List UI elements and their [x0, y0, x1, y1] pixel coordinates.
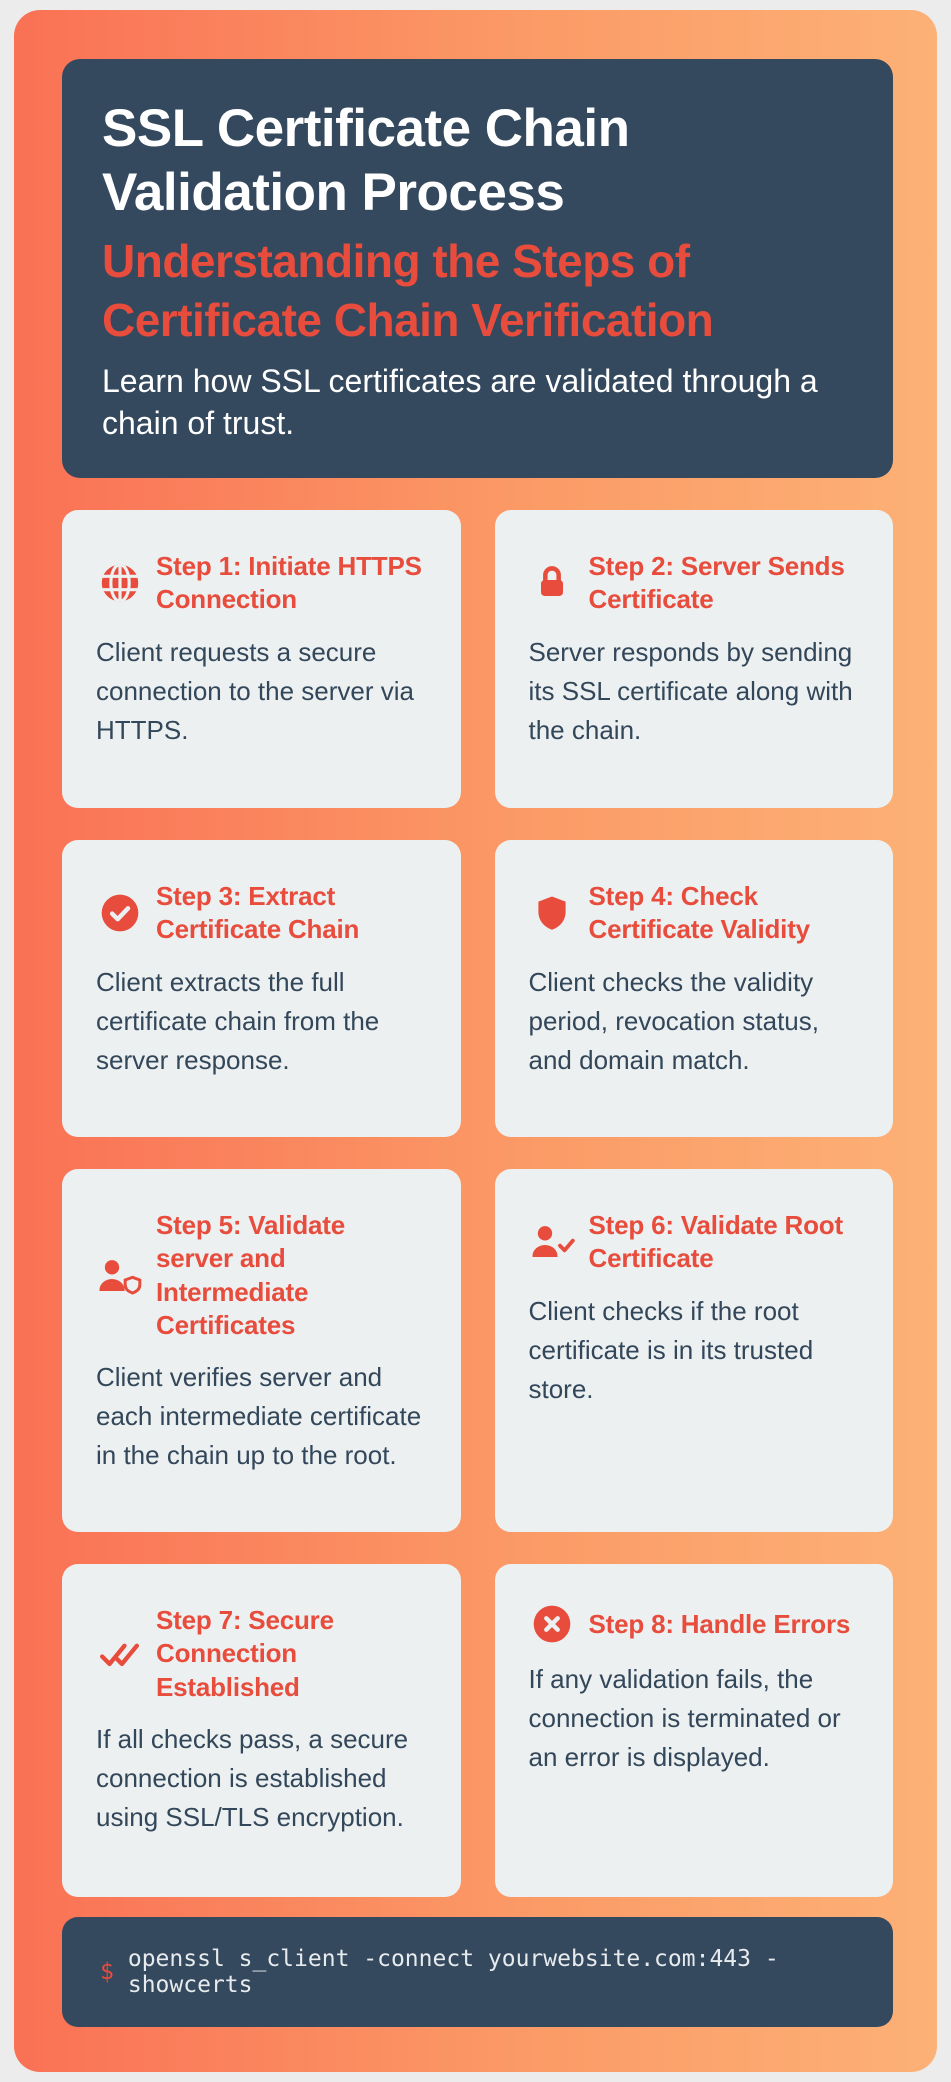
page-subtitle: Understanding the Steps of Certificate C… [102, 235, 714, 346]
steps-grid: Step 1: Initiate HTTPS Connection Client… [62, 510, 893, 1898]
step-title: Step 5: Validate server and Intermediate… [156, 1210, 345, 1340]
page-description: Learn how SSL certificates are validated… [102, 363, 818, 441]
step-card-3: Step 3: Extract Certificate Chain Client… [62, 840, 461, 1138]
user-shield-icon [96, 1256, 143, 1296]
step-title: Step 1: Initiate HTTPS Connection [156, 551, 422, 615]
globe-icon [96, 563, 143, 603]
step-title: Step 6: Validate Root Certificate [588, 1210, 844, 1274]
step-card-2: Step 2: Server Sends Certificate Server … [494, 510, 893, 809]
step-title: Step 8: Handle Errors [588, 1608, 851, 1639]
step-body: Client checks the validity period, revoc… [528, 966, 820, 1075]
step-body: If all checks pass, a secure connection … [96, 1723, 409, 1832]
step-card-5-head: Step 5: Validate server and Intermediate… [96, 1209, 427, 1342]
step-card-4-head: Step 4: Check Certificate Validity [529, 880, 860, 947]
page-title: SSL Certificate Chain Validation Process [102, 99, 630, 222]
infographic-poster: SSL Certificate Chain Validation Process… [14, 10, 937, 2073]
header-card: SSL Certificate Chain Validation Process… [62, 59, 893, 479]
check-circle-icon [96, 893, 143, 933]
step-body: If any validation fails, the connection … [528, 1664, 841, 1773]
step-body: Server responds by sending its SSL certi… [528, 636, 853, 745]
user-check-icon [529, 1222, 576, 1262]
step-body: Client verifies server and each intermed… [96, 1362, 422, 1471]
step-body: Client requests a secure connection to t… [96, 636, 414, 745]
step-card-7: Step 7: Secure Connection Established If… [62, 1564, 461, 1898]
step-card-6-head: Step 6: Validate Root Certificate [529, 1209, 860, 1276]
lock-icon [529, 563, 576, 603]
shield-icon [529, 893, 576, 933]
step-body: Client checks if the root certificate is… [528, 1295, 814, 1404]
step-title: Step 7: Secure Connection Established [156, 1605, 334, 1702]
step-card-3-head: Step 3: Extract Certificate Chain [96, 880, 427, 947]
step-card-1: Step 1: Initiate HTTPS Connection Client… [62, 510, 461, 809]
terminal-prompt: $ [100, 1959, 114, 1986]
step-card-2-head: Step 2: Server Sends Certificate [529, 550, 860, 617]
x-circle-icon [529, 1604, 576, 1644]
step-card-4: Step 4: Check Certificate Validity Clien… [494, 840, 893, 1138]
step-card-5: Step 5: Validate server and Intermediate… [62, 1169, 461, 1533]
step-card-8-head: Step 8: Handle Errors [529, 1604, 860, 1644]
step-card-6: Step 6: Validate Root Certificate Client… [494, 1169, 893, 1533]
step-card-7-head: Step 7: Secure Connection Established [96, 1604, 427, 1704]
step-title: Step 2: Server Sends Certificate [588, 551, 845, 615]
step-card-1-head: Step 1: Initiate HTTPS Connection [96, 550, 427, 617]
double-check-icon [96, 1634, 143, 1674]
terminal-command-bar: $ openssl s_client -connect yourwebsite.… [62, 1917, 893, 2028]
terminal-command-text: openssl s_client -connect yourwebsite.co… [127, 1946, 779, 1999]
step-title: Step 3: Extract Certificate Chain [156, 881, 360, 945]
step-title: Step 4: Check Certificate Validity [588, 881, 811, 945]
step-card-8: Step 8: Handle Errors If any validation … [494, 1564, 893, 1898]
step-body: Client extracts the full certificate cha… [96, 966, 380, 1075]
